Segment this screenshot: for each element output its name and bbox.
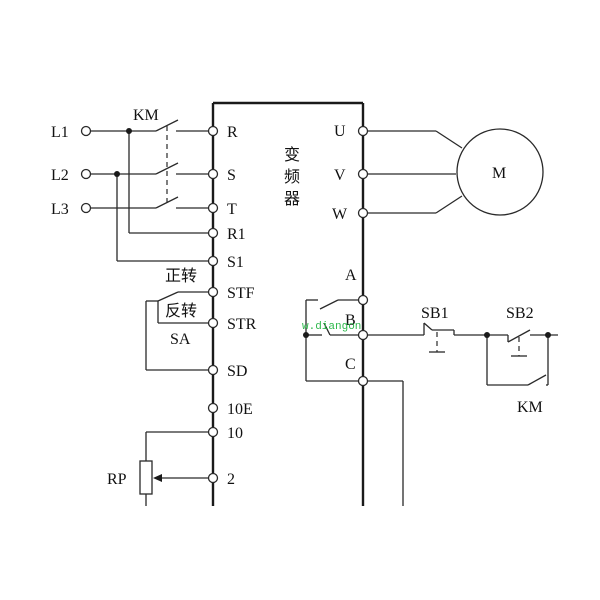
input-terminals [207,125,219,484]
label-km-aux: KM [517,399,543,416]
label-rp: RP [107,471,127,488]
label-2: 2 [227,471,235,488]
label-km-contactor: KM [133,107,159,124]
motor-symbol [456,128,544,216]
label-t: T [227,201,237,218]
selector-switch-sa [145,291,208,371]
inverter-label-3: 器 [284,189,300,208]
terminal-l3 [80,202,92,214]
label-sd: SD [227,363,247,380]
label-sa: SA [170,331,191,348]
label-forward: 正转 [165,266,197,285]
label-sb1: SB1 [421,305,449,322]
label-l1: L1 [51,124,69,141]
label-b: B [345,312,356,329]
label-r1: R1 [227,226,246,243]
output-terminals [357,125,463,219]
label-10: 10 [227,425,243,442]
label-str: STR [227,316,257,333]
relay-output [305,294,404,506]
label-motor: M [492,165,506,182]
label-stf: STF [227,285,255,302]
control-circuit [368,322,558,386]
inverter-label-1: 变 [284,145,300,164]
label-10e: 10E [227,401,253,418]
label-u: U [334,123,346,140]
label-l3: L3 [51,201,69,218]
label-c: C [345,356,356,373]
label-a: A [345,267,357,284]
label-w: W [332,206,348,223]
label-l2: L2 [51,167,69,184]
label-s: S [227,167,236,184]
inverter-label-2: 频 [284,167,300,186]
label-r: R [227,124,238,141]
potentiometer-rp [139,431,208,506]
label-s1: S1 [227,254,244,271]
terminal-l2 [80,168,92,180]
label-sb2: SB2 [506,305,534,322]
watermark: w.diangon [302,321,361,333]
label-reverse: 反转 [165,301,197,320]
label-v: V [334,167,346,184]
terminal-l1 [80,125,92,137]
supply-wiring [90,119,208,262]
